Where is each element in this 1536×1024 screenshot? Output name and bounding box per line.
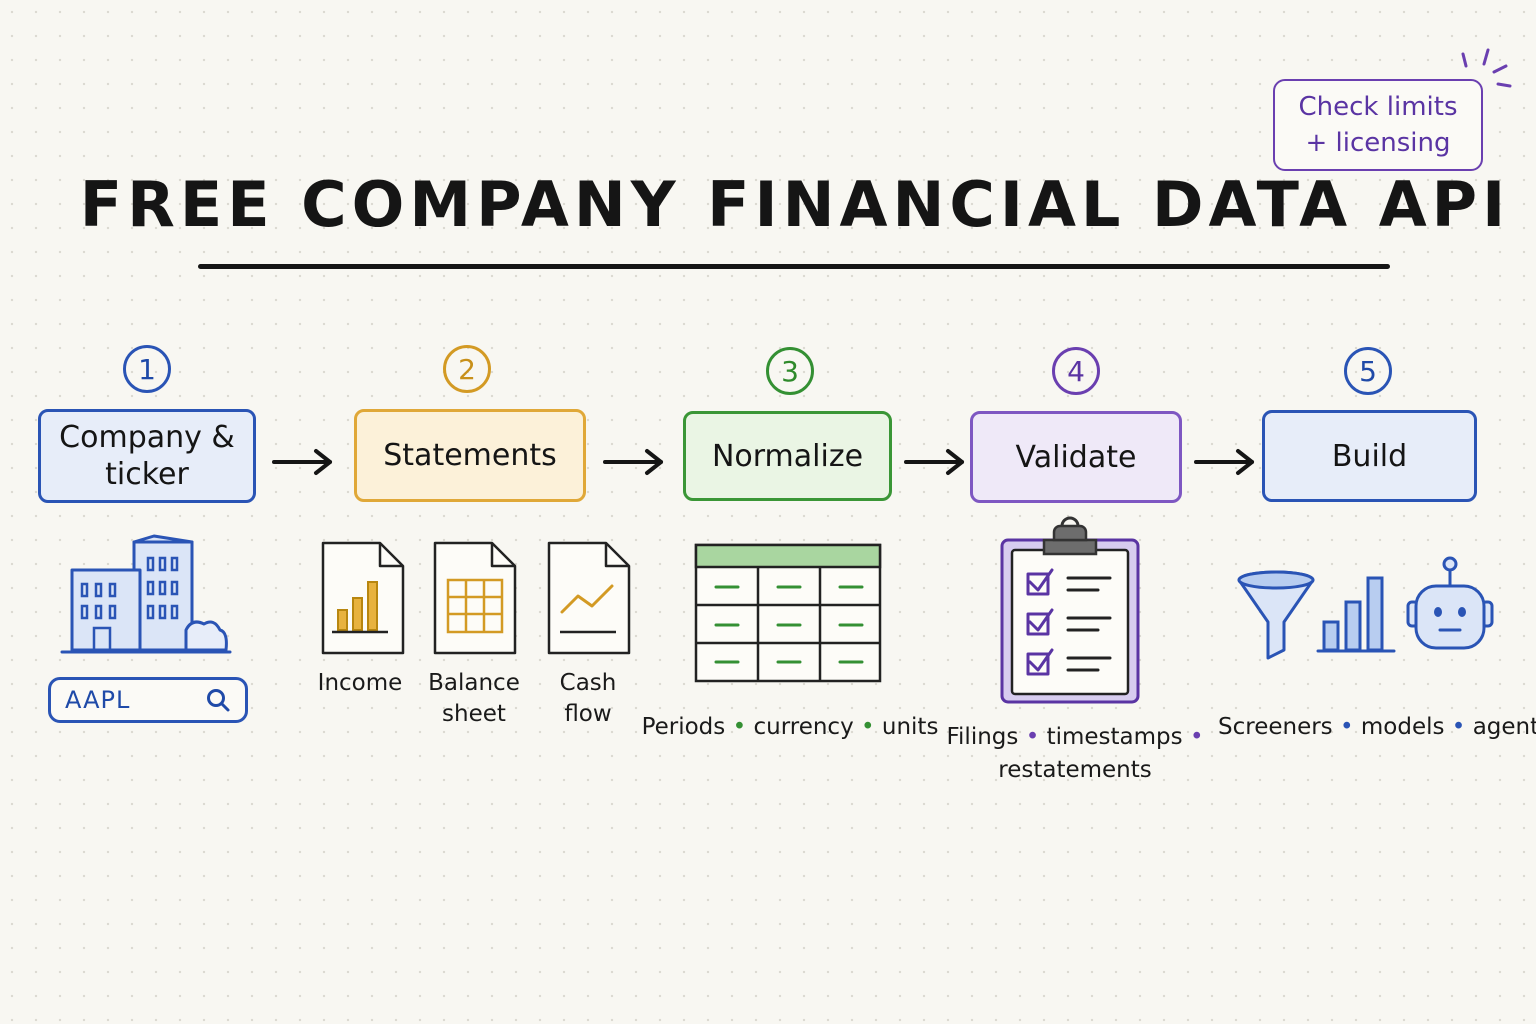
step-build: Build bbox=[1262, 410, 1477, 502]
line-chart-document-icon bbox=[547, 541, 631, 655]
step-2-number: 2 bbox=[443, 345, 491, 393]
search-icon[interactable] bbox=[205, 687, 231, 713]
step-statements: Statements bbox=[354, 409, 586, 502]
ticker-search-input[interactable]: AAPL bbox=[48, 677, 248, 723]
normalize-item: currency bbox=[753, 714, 854, 740]
build-item: Screeners bbox=[1218, 714, 1333, 740]
step-4-number: 4 bbox=[1052, 347, 1100, 395]
note-check-limits: Check limits + licensing bbox=[1273, 79, 1483, 171]
build-caption: Screeners • models • agents bbox=[1218, 711, 1536, 744]
ticker-search-value: AAPL bbox=[65, 686, 131, 714]
checklist-clipboard-icon bbox=[1000, 516, 1140, 704]
normalize-item: units bbox=[881, 714, 939, 740]
spreadsheet-icon bbox=[694, 543, 882, 683]
step-5-label: Build bbox=[1331, 438, 1408, 474]
statement-balance-line-1: Balance bbox=[428, 670, 520, 696]
step-1-label-line-1: Company & bbox=[59, 420, 235, 455]
step-1-label-line-2: ticker bbox=[105, 457, 189, 492]
step-validate: Validate bbox=[970, 411, 1182, 503]
validate-caption: Filings • timestamps • restatements bbox=[930, 721, 1220, 787]
step-5-number: 5 bbox=[1344, 347, 1392, 395]
title-underline bbox=[198, 264, 1390, 269]
statement-cashflow-line-2: flow bbox=[564, 701, 612, 727]
step-company-ticker: Company & ticker bbox=[38, 409, 256, 503]
arrow-right-icon bbox=[904, 449, 964, 475]
bar-chart-document-icon bbox=[321, 541, 405, 655]
step-3-number: 3 bbox=[766, 347, 814, 395]
separator-dot: • bbox=[1025, 724, 1040, 750]
note-line-1: Check limits bbox=[1298, 92, 1458, 122]
statement-balance-label: Balance sheet bbox=[414, 668, 534, 730]
arrow-right-icon bbox=[272, 449, 332, 475]
validate-item: Filings bbox=[946, 724, 1019, 750]
bar-chart-icon bbox=[1316, 576, 1396, 653]
sparkle-icon bbox=[1461, 48, 1512, 88]
validate-item: restatements bbox=[998, 757, 1152, 783]
separator-dot: • bbox=[861, 714, 875, 740]
step-normalize: Normalize bbox=[683, 411, 892, 501]
statement-income-label: Income bbox=[300, 668, 420, 699]
separator-dot: • bbox=[1189, 724, 1204, 750]
table-document-icon bbox=[433, 541, 517, 655]
arrow-right-icon bbox=[603, 449, 663, 475]
statement-balance-line-2: sheet bbox=[442, 701, 506, 727]
build-item: agents bbox=[1472, 714, 1536, 740]
step-1-number: 1 bbox=[123, 345, 171, 393]
office-building-icon bbox=[60, 534, 232, 654]
step-2-label: Statements bbox=[383, 438, 557, 473]
note-line-2: + licensing bbox=[1305, 128, 1451, 158]
step-3-label: Normalize bbox=[711, 438, 864, 474]
arrow-right-icon bbox=[1194, 449, 1254, 475]
funnel-icon bbox=[1237, 570, 1315, 660]
step-4-label: Validate bbox=[1015, 439, 1137, 475]
build-item: models bbox=[1360, 714, 1445, 740]
page-title: FREE COMPANY FINANCIAL DATA API bbox=[79, 168, 1511, 241]
separator-dot: • bbox=[1339, 714, 1354, 740]
statement-cashflow-line-1: Cash bbox=[559, 670, 617, 696]
separator-dot: • bbox=[1451, 714, 1466, 740]
validate-item: timestamps bbox=[1046, 724, 1183, 750]
separator-dot: • bbox=[732, 714, 747, 740]
statement-cashflow-label: Cash flow bbox=[528, 668, 648, 730]
normalize-item: Periods bbox=[641, 714, 726, 740]
normalize-caption: Periods • currency • units bbox=[640, 711, 940, 744]
statement-income-line-1: Income bbox=[317, 670, 403, 696]
robot-icon bbox=[1406, 556, 1494, 650]
